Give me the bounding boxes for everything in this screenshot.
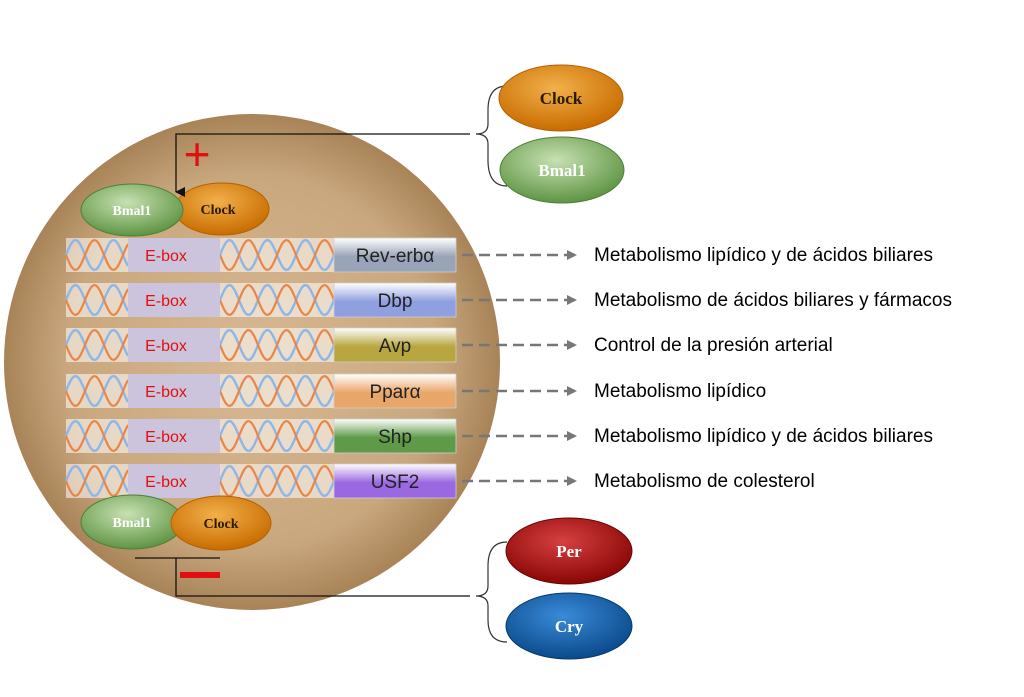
ebox-label: E-box <box>145 384 187 401</box>
gene-function: Metabolismo lipídico y de ácidos biliare… <box>594 245 933 266</box>
ebox-label: E-box <box>145 474 187 491</box>
gene-name: Pparα <box>369 382 420 403</box>
activator-brace <box>475 85 508 187</box>
ebox-box <box>128 464 220 498</box>
gene-row: E-box Shp Metabolismo lipídico y de ácidos… <box>64 418 933 454</box>
gene-box <box>333 282 457 318</box>
gene-name: Avp <box>379 336 411 357</box>
dna-strand <box>64 374 130 408</box>
ebox-box <box>128 374 220 408</box>
dna-strand <box>64 419 129 453</box>
clock-label-top: Clock <box>201 203 236 218</box>
gene-box <box>333 373 457 409</box>
dna-strand <box>64 283 130 317</box>
clock-protein-bottom <box>170 495 272 551</box>
activators-legend: Clock Bmal1 <box>498 64 625 204</box>
gene-name: Dbp <box>378 291 413 312</box>
dna-strand <box>218 238 336 272</box>
gene-row: E-box USF2 Metabolismo de colesterol <box>64 463 815 499</box>
gene-function: Metabolismo de ácidos biliares y fármaco… <box>594 290 952 311</box>
repressors-legend: Per Cry <box>505 517 633 660</box>
dna-strand <box>64 238 129 272</box>
dna-strand <box>218 328 336 362</box>
ebox-box <box>128 283 220 317</box>
gene-name: Rev-erbα <box>356 246 435 267</box>
cry-label: Cry <box>555 617 584 636</box>
dna-strand <box>64 464 130 498</box>
dna-strand <box>218 283 336 317</box>
ebox-label: E-box <box>145 248 187 265</box>
dna-strand <box>64 238 130 272</box>
dna-strand <box>218 419 336 453</box>
clock-label-legend: Clock <box>540 89 583 108</box>
gene-function: Control de la presión arterial <box>594 335 833 356</box>
repressor-brace <box>475 541 508 643</box>
repression-connector <box>135 541 508 643</box>
cry-protein <box>505 592 633 660</box>
dna-strand <box>64 464 129 498</box>
bmal1-protein-top <box>80 183 184 237</box>
gene-row: E-box Avp Control de la presión arterial <box>64 327 833 363</box>
gene-box <box>333 418 457 454</box>
ebox-label: E-box <box>145 293 187 310</box>
ebox-box <box>128 419 220 453</box>
dna-strand <box>64 328 130 362</box>
ebox-label: E-box <box>145 429 187 446</box>
gene-function: Metabolismo lipídico y de ácidos biliare… <box>594 426 933 447</box>
bmal1-protein-legend <box>499 136 625 204</box>
activation-connector: + <box>175 85 508 197</box>
per-protein <box>505 517 633 585</box>
gene-row: E-box Rev-erbα Metabolismo lipídico y de á… <box>64 237 933 273</box>
gene-name: Shp <box>378 427 412 448</box>
ebox-box <box>128 238 220 272</box>
gene-box <box>333 327 457 363</box>
gene-function: Metabolismo lipídico <box>594 381 766 402</box>
gene-row: E-box Dbp Metabolismo de ácidos biliares y… <box>64 282 952 318</box>
ebox-label: E-box <box>145 338 187 355</box>
minus-sign <box>180 572 220 578</box>
dna-strand <box>218 464 336 498</box>
gene-box <box>333 237 457 273</box>
bottom-complex: Bmal1 Clock <box>80 494 272 551</box>
dna-strand <box>218 374 336 408</box>
dna-strand <box>64 419 130 453</box>
gene-name: USF2 <box>371 472 420 493</box>
dna-strand <box>64 283 129 317</box>
bmal1-label-top: Bmal1 <box>113 204 152 219</box>
top-complex: Clock Bmal1 <box>80 182 270 237</box>
bmal1-label-bottom: Bmal1 <box>113 516 152 531</box>
plus-sign: + <box>184 128 211 180</box>
gene-row: E-box Pparα Metabolismo lipídico <box>64 373 766 409</box>
clock-label-bottom: Clock <box>204 517 239 532</box>
per-label: Per <box>556 542 582 561</box>
gene-box <box>333 463 457 499</box>
dna-strand <box>64 328 129 362</box>
gene-function: Metabolismo de colesterol <box>594 471 815 492</box>
clock-protein-legend <box>498 64 624 132</box>
ebox-box <box>128 328 220 362</box>
bmal1-label-legend: Bmal1 <box>538 161 585 180</box>
dna-strand <box>64 374 129 408</box>
